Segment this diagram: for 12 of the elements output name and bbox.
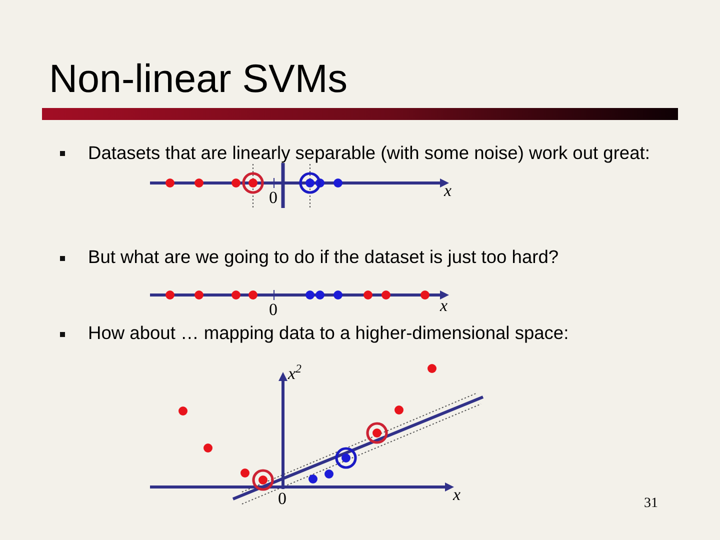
slide-title: Non-linear SVMs (49, 57, 348, 102)
axis-label: 0 (278, 489, 286, 509)
axis-label: x (440, 296, 448, 316)
axis-label: x (444, 181, 452, 201)
bullet-text: Datasets that are linearly separable (with some noise) work out great: (88, 142, 650, 164)
axis-label: x (453, 485, 461, 505)
page-number: 31 (644, 496, 658, 512)
axis-label: 0 (269, 188, 278, 208)
axis-label: 0 (269, 300, 278, 320)
bullet-text: But what are we going to do if the dataset is just too hard? (88, 246, 559, 268)
axis-label: x$^{2}$ (288, 364, 302, 384)
bullet-text: How about … mapping data to a higher-dimensional space: (88, 322, 569, 344)
